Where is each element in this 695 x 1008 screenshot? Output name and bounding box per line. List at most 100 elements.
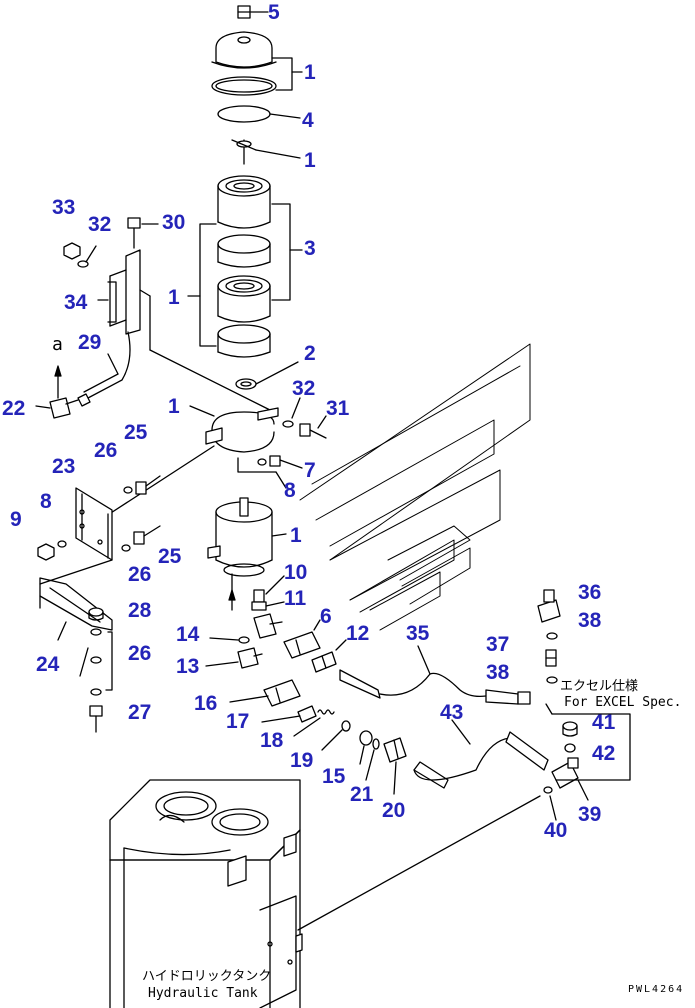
callout-34: 34 xyxy=(64,291,88,314)
callout-7: 7 xyxy=(304,459,316,482)
callout-24: 24 xyxy=(36,653,60,676)
excel-spec-jp-label: エクセル仕様 xyxy=(560,679,639,694)
cap-bolt xyxy=(237,5,251,19)
tank-jp-label: ハイドロリックタンク xyxy=(142,969,272,984)
spring xyxy=(317,709,335,715)
callout-41: 41 xyxy=(592,711,616,734)
callout-19: 19 xyxy=(290,749,314,772)
bolt xyxy=(133,525,161,545)
connector xyxy=(383,737,407,763)
callout-6: 6 xyxy=(320,605,332,628)
bolt xyxy=(89,705,103,717)
callout-38: 38 xyxy=(486,661,510,684)
callout-42: 42 xyxy=(592,742,616,765)
drawing-code: PWL4264 xyxy=(628,984,685,995)
callout-22: 22 xyxy=(2,397,26,420)
mounting-bracket xyxy=(109,249,151,351)
callout-20: 20 xyxy=(382,799,406,822)
elbow-fitting xyxy=(237,647,263,669)
callout-8: 8 xyxy=(40,490,52,513)
callout-10: 10 xyxy=(284,561,308,584)
callout-11: 11 xyxy=(284,587,307,610)
hose xyxy=(413,731,549,789)
callout-38: 38 xyxy=(578,609,602,632)
nut xyxy=(88,607,104,621)
tank-en-label: Hydraulic Tank xyxy=(148,986,258,1001)
callout-12: 12 xyxy=(346,622,370,645)
callout-18: 18 xyxy=(260,729,284,752)
callout-15: 15 xyxy=(322,765,346,788)
callout-16: 16 xyxy=(194,692,218,715)
arrow-reference-label: a xyxy=(52,334,63,355)
callout-32: 32 xyxy=(292,377,316,400)
elbow-fitting xyxy=(49,365,79,419)
hose xyxy=(77,331,131,407)
callout-2: 2 xyxy=(304,342,316,365)
callout-33: 33 xyxy=(52,196,76,219)
callout-23: 23 xyxy=(52,455,76,478)
clamp-band xyxy=(205,407,279,453)
elbow-fitting xyxy=(537,589,561,623)
support-bracket xyxy=(39,577,113,631)
hydraulic-tank xyxy=(109,779,301,1008)
callout-1: 1 xyxy=(168,286,180,309)
nut xyxy=(63,242,81,260)
callout-1: 1 xyxy=(304,149,316,172)
bolt xyxy=(135,475,161,495)
bolt-head xyxy=(127,217,141,229)
filter-cover xyxy=(211,31,277,96)
callout-31: 31 xyxy=(326,397,350,420)
filter-case xyxy=(207,497,273,577)
callout-25: 25 xyxy=(124,421,148,444)
callout-9: 9 xyxy=(10,508,22,531)
reducer xyxy=(283,631,321,659)
callout-35: 35 xyxy=(406,622,430,645)
tube xyxy=(263,679,301,707)
frame-outline xyxy=(299,343,531,631)
elbow-fitting xyxy=(253,613,283,639)
gasket xyxy=(217,105,271,123)
cap-nut xyxy=(562,721,578,737)
collar xyxy=(297,705,317,723)
callout-1: 1 xyxy=(168,395,180,418)
spring-rod xyxy=(231,139,257,165)
adapter xyxy=(251,589,267,611)
callout-29: 29 xyxy=(78,331,102,354)
callout-30: 30 xyxy=(162,211,186,234)
callout-32: 32 xyxy=(88,213,112,236)
callout-43: 43 xyxy=(440,701,464,724)
excel-spec-en-label: For EXCEL Spec. xyxy=(564,695,682,710)
bolt xyxy=(299,423,327,439)
callout-17: 17 xyxy=(226,710,250,733)
element-seal xyxy=(235,378,257,390)
connector xyxy=(311,651,337,673)
callout-4: 4 xyxy=(302,109,314,132)
callout-27: 27 xyxy=(128,701,152,724)
washer xyxy=(77,260,89,268)
callout-13: 13 xyxy=(176,655,200,678)
callout-25: 25 xyxy=(158,545,182,568)
support-plate xyxy=(75,487,113,561)
callout-5: 5 xyxy=(268,1,280,24)
callout-37: 37 xyxy=(486,633,510,656)
callout-40: 40 xyxy=(544,819,568,842)
callout-1: 1 xyxy=(304,61,316,84)
callout-36: 36 xyxy=(578,581,602,604)
callout-1: 1 xyxy=(290,524,302,547)
callout-14: 14 xyxy=(176,623,200,646)
o-ring xyxy=(359,730,373,746)
callout-8: 8 xyxy=(284,479,296,502)
callout-21: 21 xyxy=(350,783,374,806)
callout-26: 26 xyxy=(94,439,118,462)
filter-element-upper xyxy=(217,175,271,268)
adapter xyxy=(545,649,557,667)
callout-28: 28 xyxy=(128,599,152,622)
callout-39: 39 xyxy=(578,803,602,826)
hose xyxy=(339,669,531,705)
elbow-fitting xyxy=(551,757,579,789)
washer xyxy=(282,420,294,428)
callout-26: 26 xyxy=(128,642,152,665)
filter-element-lower xyxy=(217,275,271,358)
callout-3: 3 xyxy=(304,237,316,260)
